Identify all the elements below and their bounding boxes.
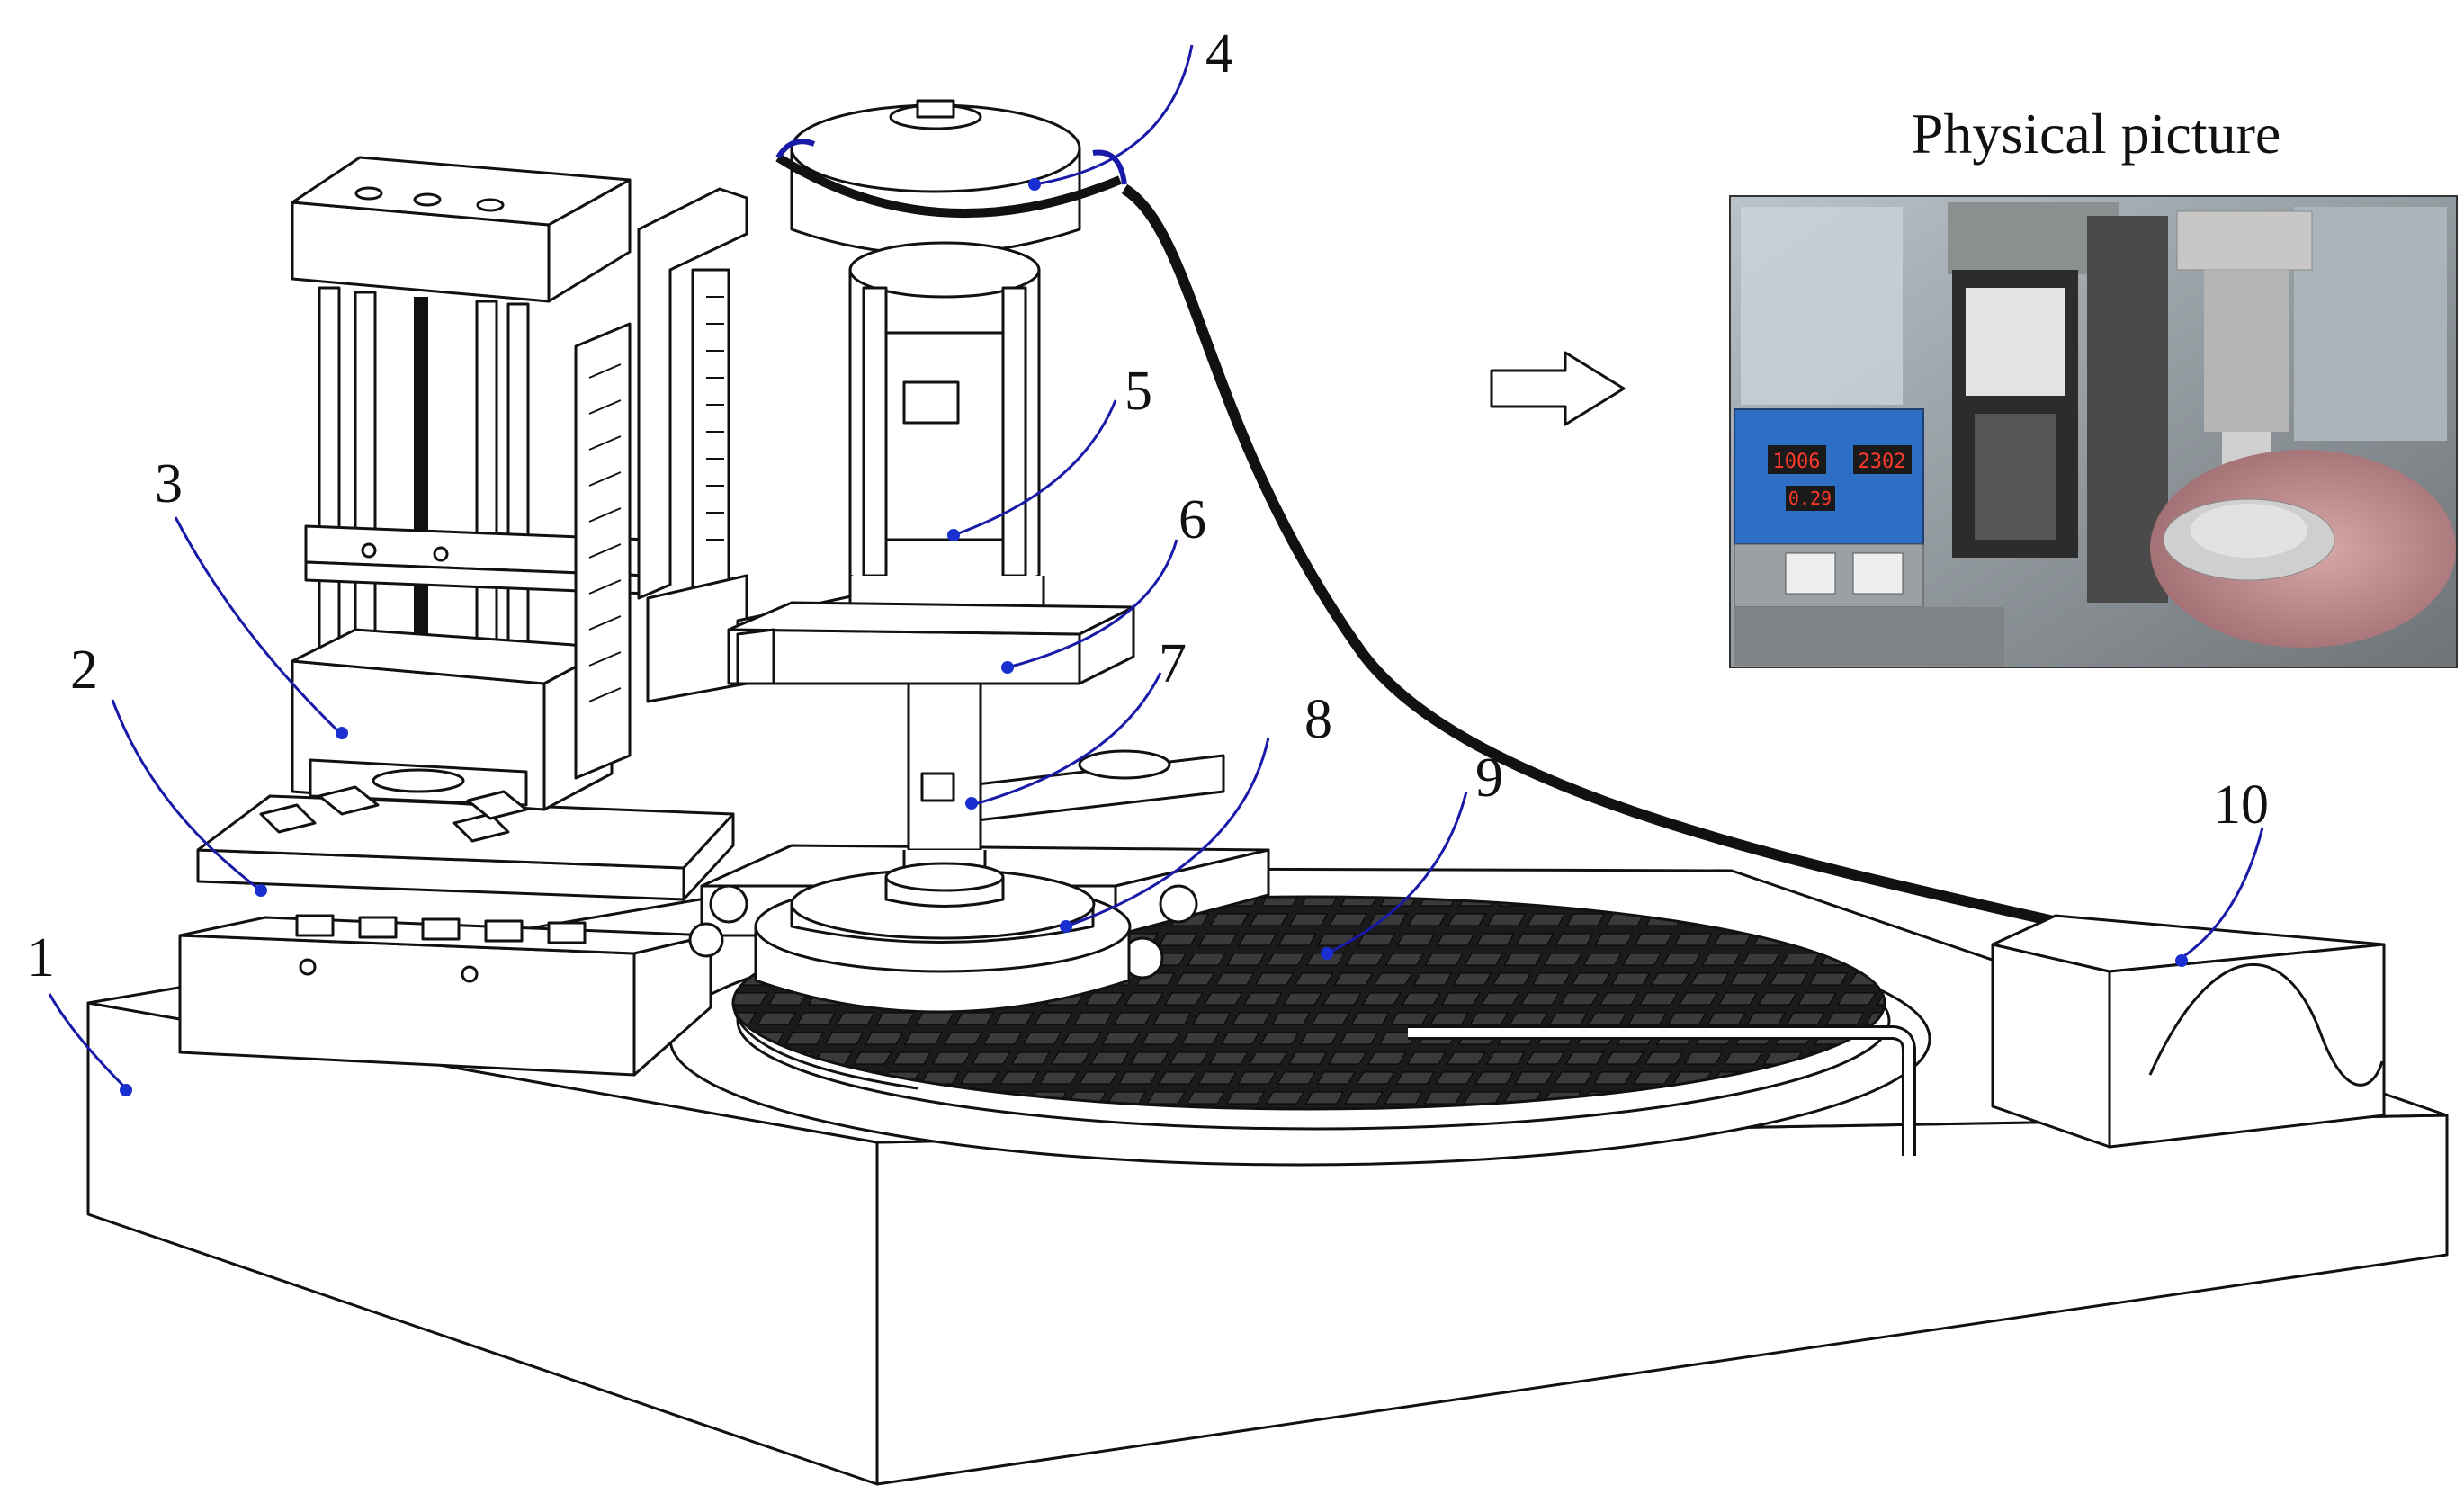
lifting-column — [291, 156, 650, 820]
callout-9: 9 — [1475, 747, 1503, 809]
callout-3: 3 — [155, 453, 183, 514]
photo-controller — [1734, 408, 1924, 545]
callout-7: 7 — [1159, 633, 1187, 694]
callout-4: 4 — [1205, 23, 1233, 85]
photo-readout: 2302 — [1859, 451, 1906, 473]
photo-readout: 0.29 — [1788, 488, 1832, 509]
signal-box — [1991, 914, 2386, 1149]
callout-2: 2 — [70, 640, 98, 701]
clamp-arm — [727, 601, 1135, 685]
callout-5: 5 — [1124, 361, 1152, 422]
callout-8: 8 — [1304, 689, 1332, 750]
motor-housing — [848, 241, 1045, 631]
spindle-cap — [775, 99, 1127, 255]
callout-10: 10 — [2213, 774, 2269, 836]
signal-cable — [1121, 183, 2071, 930]
right-arrow-icon — [1490, 351, 1626, 426]
callouts: 1 2 3 4 5 6 7 8 9 10 — [27, 23, 2269, 1096]
callout-6: 6 — [1178, 489, 1206, 550]
photo-title: Physical picture — [1912, 102, 2281, 166]
rack-teeth — [588, 363, 622, 702]
base-plate — [196, 794, 735, 901]
outlet-pipe — [1408, 1025, 1916, 1156]
scale-ticks — [706, 296, 724, 541]
lower-fixture — [178, 914, 712, 1077]
polishing-head — [754, 862, 1132, 1014]
callout-1: 1 — [27, 927, 55, 989]
photo-panel: Physical picture 1006 2302 0.29 — [1729, 102, 2458, 668]
photo-readout: 1006 — [1773, 451, 1821, 473]
